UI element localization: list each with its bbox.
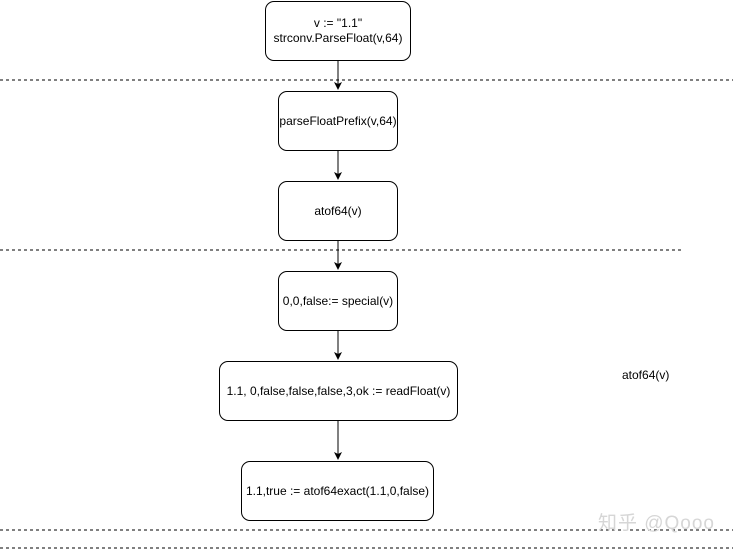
- node-parse-float-prefix-label: parseFloatPrefix(v,64): [279, 113, 397, 128]
- node-special-label: 0,0,false:= special(v): [282, 293, 394, 308]
- node-read-float: 1.1, 0,false,false,false,3,ok := readFlo…: [219, 361, 458, 421]
- section-label-atof64: atof64(v): [622, 368, 670, 382]
- node-atof64-exact: 1.1,true := atof64exact(1.1,0,false): [241, 461, 434, 521]
- node-parse-float-call-line1: v := "1.1": [313, 16, 363, 30]
- node-parse-float-call-line2: strconv.ParseFloat(v,64): [273, 31, 403, 45]
- watermark-text: 知乎 @Qooo: [597, 513, 715, 534]
- node-parse-float-call: v := "1.1" strconv.ParseFloat(v,64): [265, 1, 411, 61]
- node-parse-float-prefix: parseFloatPrefix(v,64): [278, 91, 398, 151]
- node-atof64-exact-label: 1.1,true := atof64exact(1.1,0,false): [245, 483, 430, 498]
- node-read-float-label: 1.1, 0,false,false,false,3,ok := readFlo…: [226, 383, 451, 398]
- node-atof64-label: atof64(v): [314, 203, 362, 218]
- node-atof64: atof64(v): [278, 181, 398, 241]
- node-special: 0,0,false:= special(v): [278, 271, 398, 331]
